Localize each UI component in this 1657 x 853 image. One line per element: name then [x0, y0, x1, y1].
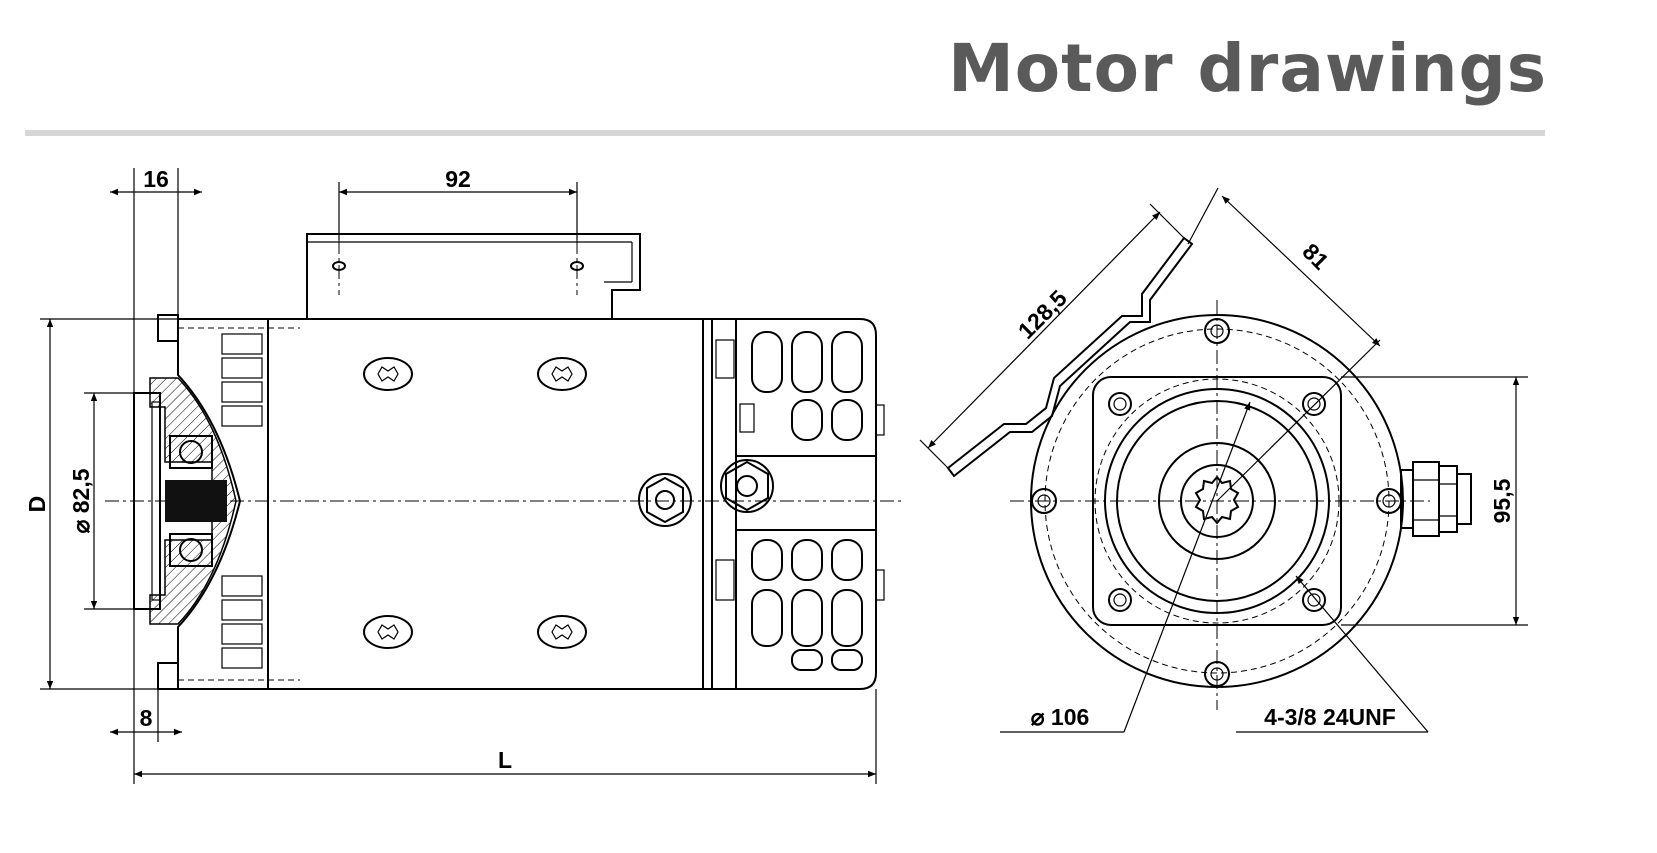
brush-cover-slots [715, 331, 885, 671]
dim-diag-128-5: 128,5 [1013, 285, 1072, 344]
drive-end-flange [177, 319, 242, 689]
square-flange [1092, 376, 1342, 626]
end-view: 128,5 81 95,5 ⌀ 106 4-3/8 24UNF [919, 187, 1528, 733]
housing-screw-2 [537, 357, 587, 391]
dim-diag-81: 81 [1297, 238, 1334, 275]
shaft [165, 480, 227, 522]
cooling-slots-left [221, 333, 263, 669]
housing-screw-1 [363, 357, 413, 391]
pcd-circle [1044, 328, 1390, 674]
housing-screw-3 [363, 615, 413, 649]
thread-spec-label: 4-3/8 24UNF [1264, 704, 1396, 730]
dim-flange-16: 16 [143, 166, 169, 192]
housing-bolt-left [1031, 488, 1057, 514]
flange-section-hatch [149, 377, 237, 625]
dim-spigot-82-5: ⌀ 82,5 [68, 468, 94, 533]
housing-screw-4 [537, 615, 587, 649]
cable-gland [1400, 461, 1472, 537]
flange-hole-tr [1302, 392, 1326, 416]
end-bracket [946, 236, 1194, 478]
title-divider [25, 130, 1545, 136]
terminal-stud-b [720, 459, 774, 513]
terminal-stud-a [638, 473, 692, 527]
dim-offset-8: 8 [140, 705, 153, 731]
dim-length-l: L [498, 747, 512, 773]
mounting-bracket [306, 233, 641, 319]
flange-hole-bl [1108, 588, 1132, 612]
motor-housing [178, 318, 877, 690]
side-view: 16 92 D ⌀ 82,5 8 L [24, 166, 905, 784]
flange-hole-br [1302, 588, 1326, 612]
bearing-upper [169, 435, 213, 469]
flange-hole-tl [1108, 392, 1132, 416]
housing-bolt-bottom [1204, 661, 1230, 687]
page-title: Motor drawings [948, 30, 1547, 107]
splined-shaft [1194, 475, 1240, 525]
dim-pcd-106: ⌀ 106 [1031, 704, 1090, 730]
dim-diameter-d: D [24, 496, 50, 513]
dim-height-95-5: 95,5 [1489, 478, 1515, 523]
dim-bracket-92: 92 [445, 166, 471, 192]
bearing-lower [169, 533, 213, 567]
